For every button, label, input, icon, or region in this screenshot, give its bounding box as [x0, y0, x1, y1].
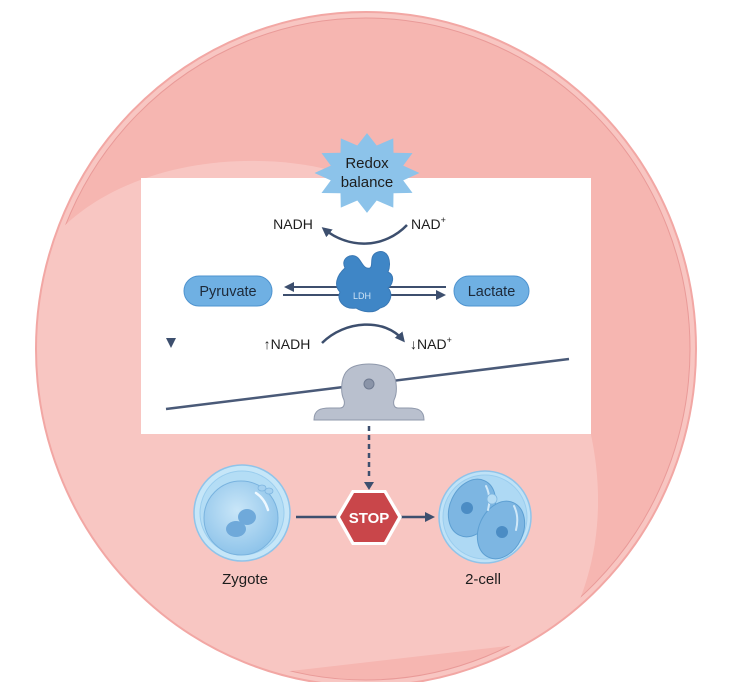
two-cell-embryo-icon — [438, 470, 532, 564]
progression-arrowhead — [166, 338, 176, 348]
redox-balance-burst: Redox balance — [314, 133, 420, 213]
nad-label-top: NAD+ — [411, 215, 446, 232]
zygote-label: Zygote — [222, 571, 268, 588]
nadh-to-nad-arrow — [321, 323, 405, 344]
top-cofactor-cycle: NADH NAD+ — [273, 215, 446, 245]
nadh-increase-label: ↑NADH — [264, 336, 311, 352]
pyruvate-label: Pyruvate — [199, 284, 256, 300]
development-row: Zygote STOP 2-cell — [193, 464, 532, 588]
stop-label: STOP — [349, 510, 390, 527]
seesaw-fulcrum — [313, 363, 425, 421]
pyruvate-pill — [183, 275, 273, 307]
ldh-reaction: Pyruvate Lactate LDH — [183, 251, 530, 313]
seesaw-imbalance — [165, 357, 570, 421]
burst-shape — [314, 133, 420, 213]
nad-decrease-label: ↓NAD+ — [410, 335, 452, 352]
nad-to-nadh-arrow — [321, 224, 408, 245]
redox-label-line2: balance — [341, 174, 394, 191]
bottom-cofactor-cycle: ↑NADH ↓NAD+ — [264, 323, 452, 352]
lactate-pill — [453, 275, 530, 307]
ldh-label: LDH — [353, 291, 371, 301]
seesaw-pivot — [363, 378, 375, 390]
redox-label-line1: Redox — [345, 155, 389, 172]
ldh-enzyme-icon: LDH — [336, 251, 394, 313]
inhibition-arrowhead — [364, 482, 374, 490]
stop-sign-icon: STOP — [336, 490, 402, 545]
lactate-label: Lactate — [468, 284, 516, 300]
zygote-icon — [193, 464, 291, 562]
nadh-label-top: NADH — [273, 216, 313, 232]
two-cell-label: 2-cell — [465, 571, 501, 588]
